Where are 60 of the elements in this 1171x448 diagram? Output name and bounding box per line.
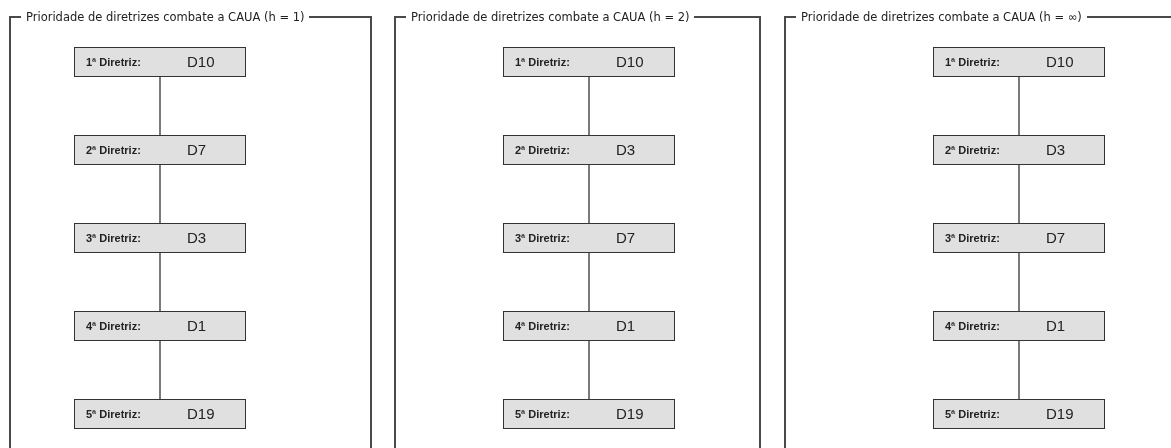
directive-code: D3 <box>1046 140 1066 160</box>
connector-line <box>159 164 161 224</box>
connector-line <box>588 76 590 136</box>
directive-box <box>74 223 246 253</box>
connector-line <box>1018 340 1020 400</box>
directive-box <box>933 399 1105 429</box>
directive-box <box>933 311 1105 341</box>
group-title: Prioridade de diretrizes combate a CAUA (h = 2) <box>406 9 695 25</box>
group-title: Prioridade de diretrizes combate a CAUA (h = 1) <box>21 9 310 25</box>
rank-label: 4ª Diretriz: <box>515 319 570 333</box>
directive-code: D3 <box>187 228 207 248</box>
connector-line <box>588 252 590 312</box>
connector-line <box>1018 76 1020 136</box>
rank-label: 3ª Diretriz: <box>515 231 570 245</box>
directive-box <box>933 47 1105 77</box>
connector-line <box>159 76 161 136</box>
directive-box <box>503 223 675 253</box>
rank-label: 3ª Diretriz: <box>86 231 141 245</box>
connector-line <box>159 340 161 400</box>
rank-label: 3ª Diretriz: <box>945 231 1000 245</box>
rank-label: 2ª Diretriz: <box>945 143 1000 157</box>
directive-code: D7 <box>1046 228 1066 248</box>
directive-box <box>503 311 675 341</box>
connector-line <box>1018 252 1020 312</box>
directive-code: D19 <box>1046 404 1074 424</box>
directive-code: D7 <box>616 228 636 248</box>
rank-label: 2ª Diretriz: <box>86 143 141 157</box>
rank-label: 1ª Diretriz: <box>945 55 1000 69</box>
directive-box <box>503 399 675 429</box>
directive-code: D10 <box>616 52 644 72</box>
directive-code: D1 <box>616 316 636 336</box>
connector-line <box>159 252 161 312</box>
rank-label: 5ª Diretriz: <box>515 407 570 421</box>
rank-label: 4ª Diretriz: <box>86 319 141 333</box>
connector-line <box>1018 164 1020 224</box>
directive-code: D19 <box>187 404 215 424</box>
directive-code: D1 <box>1046 316 1066 336</box>
rank-label: 1ª Diretriz: <box>86 55 141 69</box>
rank-label: 2ª Diretriz: <box>515 143 570 157</box>
rank-label: 5ª Diretriz: <box>945 407 1000 421</box>
directive-box <box>74 399 246 429</box>
directive-box <box>503 135 675 165</box>
directive-box <box>933 223 1105 253</box>
directive-code: D7 <box>187 140 207 160</box>
directive-box <box>74 311 246 341</box>
directive-code: D1 <box>187 316 207 336</box>
directive-box <box>74 135 246 165</box>
rank-label: 1ª Diretriz: <box>515 55 570 69</box>
rank-label: 5ª Diretriz: <box>86 407 141 421</box>
rank-label: 4ª Diretriz: <box>945 319 1000 333</box>
connector-line <box>588 340 590 400</box>
directive-code: D3 <box>616 140 636 160</box>
directive-code: D19 <box>616 404 644 424</box>
directive-box <box>503 47 675 77</box>
directive-code: D10 <box>1046 52 1074 72</box>
connector-line <box>588 164 590 224</box>
directive-box <box>74 47 246 77</box>
group-title: Prioridade de diretrizes combate a CAUA (h = ∞) <box>796 9 1087 25</box>
directive-box <box>933 135 1105 165</box>
directive-code: D10 <box>187 52 215 72</box>
